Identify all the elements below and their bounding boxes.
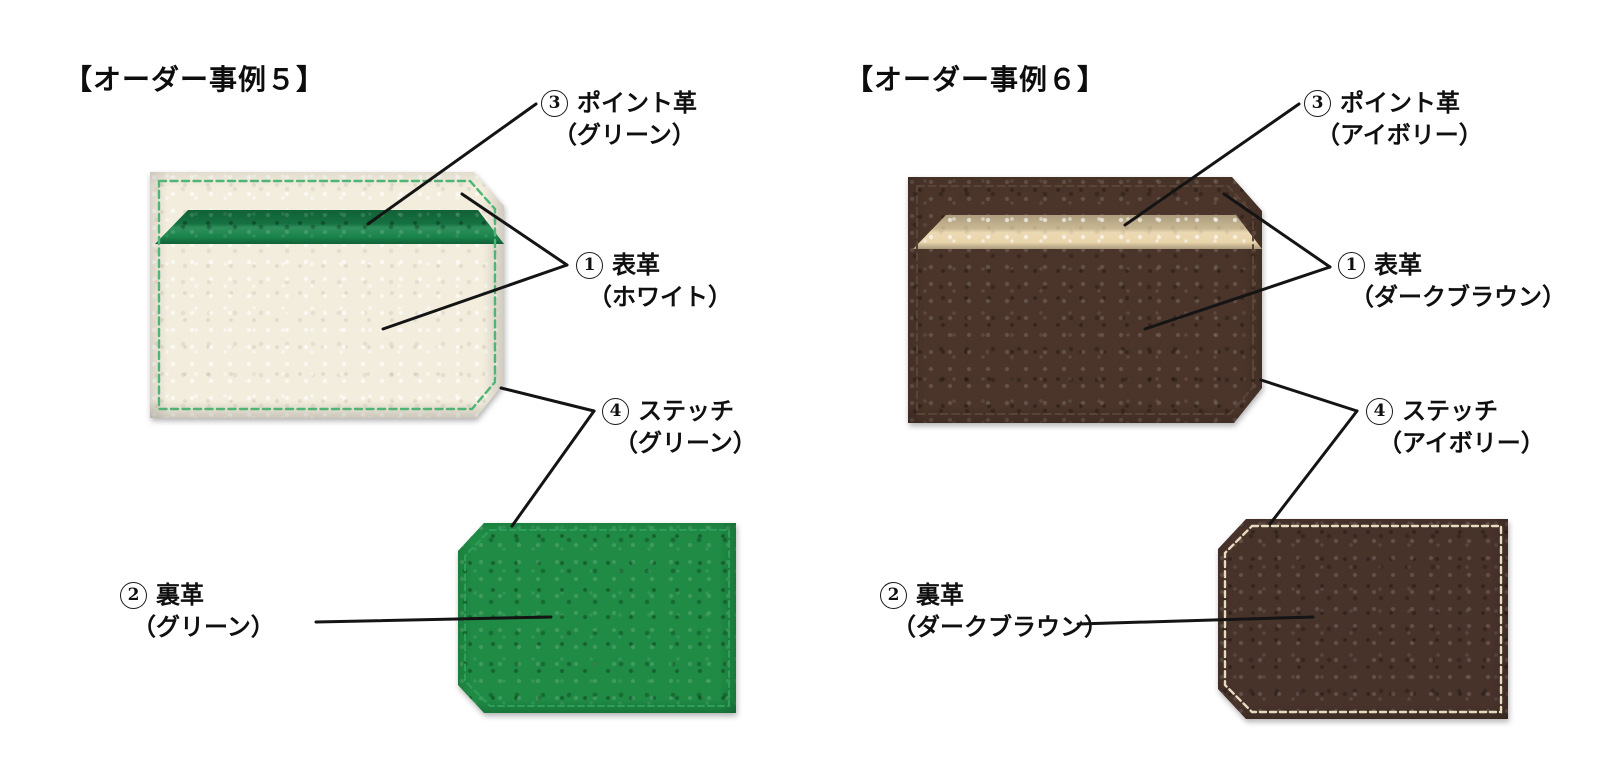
label-stitch: 4 ステッチ （アイボリー） bbox=[1366, 396, 1545, 458]
part-name: ポイント革 bbox=[577, 88, 697, 117]
part-name: ステッチ bbox=[638, 396, 734, 425]
part-name: ステッチ bbox=[1402, 396, 1498, 425]
part-name: 表革 bbox=[612, 250, 660, 279]
label-point-leather: 3 ポイント革 （グリーン） bbox=[541, 88, 697, 150]
example-5-title: 【オーダー事例５】 bbox=[64, 63, 326, 96]
front-leather-white bbox=[150, 172, 504, 418]
label-point-leather: 3 ポイント革 （アイボリー） bbox=[1304, 88, 1483, 150]
stitch-line-ivory bbox=[1223, 524, 1503, 714]
stitch-line-green bbox=[157, 179, 497, 411]
circled-number-3: 3 bbox=[541, 89, 568, 117]
stitch-line-green bbox=[464, 529, 730, 707]
back-leather-dark-brown bbox=[1218, 519, 1508, 719]
ex6-leader-stitch-upper bbox=[1259, 378, 1359, 413]
part-color: （ダークブラウン） bbox=[892, 612, 1108, 641]
part-name: 表革 bbox=[1374, 250, 1422, 279]
label-back-leather: 2 裏革 （グリーン） bbox=[120, 580, 275, 642]
part-name: ポイント革 bbox=[1340, 88, 1460, 117]
circled-number-4: 4 bbox=[1366, 397, 1393, 425]
label-front-leather: 1 表革 （ホワイト） bbox=[576, 250, 732, 312]
part-color: （グリーン） bbox=[553, 120, 696, 149]
circled-number-1: 1 bbox=[1338, 251, 1365, 279]
circled-number-3: 3 bbox=[1304, 89, 1331, 117]
part-color: （アイボリー） bbox=[1316, 120, 1483, 149]
ex5-leader-stitch-lower bbox=[510, 409, 596, 528]
part-color: （ホワイト） bbox=[588, 282, 732, 311]
circled-number-1: 1 bbox=[576, 251, 603, 279]
circled-number-2: 2 bbox=[120, 581, 147, 609]
circled-number-2: 2 bbox=[880, 581, 907, 609]
label-stitch: 4 ステッチ （グリーン） bbox=[602, 396, 757, 458]
example-6-back-card bbox=[1218, 519, 1508, 719]
ex5-leader-stitch-upper bbox=[499, 386, 596, 413]
part-name: 裏革 bbox=[156, 580, 204, 609]
back-leather-green bbox=[458, 523, 736, 713]
label-front-leather: 1 表革 （ダークブラウン） bbox=[1338, 250, 1566, 312]
part-color: （ダークブラウン） bbox=[1350, 282, 1566, 311]
part-color: （グリーン） bbox=[132, 612, 275, 641]
ex6-leader-stitch-lower bbox=[1268, 409, 1359, 526]
example-5-back-card bbox=[458, 523, 736, 713]
part-color: （アイボリー） bbox=[1378, 428, 1545, 457]
front-leather-dark-brown bbox=[908, 177, 1262, 423]
example-6-front-card bbox=[908, 177, 1262, 423]
stitch-line-subtle bbox=[916, 185, 1254, 415]
label-back-leather: 2 裏革 （ダークブラウン） bbox=[880, 580, 1108, 642]
example-5-front-card bbox=[150, 172, 504, 418]
circled-number-4: 4 bbox=[602, 397, 629, 425]
part-name: 裏革 bbox=[916, 580, 964, 609]
part-color: （グリーン） bbox=[614, 428, 757, 457]
example-6-title: 【オーダー事例６】 bbox=[845, 63, 1107, 96]
